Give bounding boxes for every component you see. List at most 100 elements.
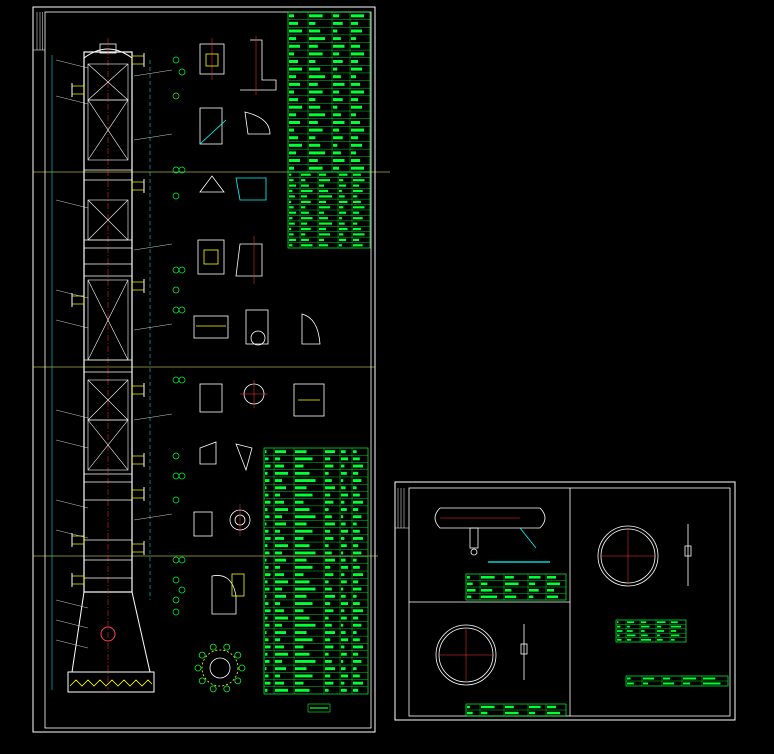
spec-table-text [333,151,341,155]
ring-right-data-table-text [671,621,678,624]
packing-bed-6 [87,419,129,471]
nozzle-table-text [289,184,296,187]
ring-left-table-text [547,711,560,715]
nozzle-table-text [353,179,365,182]
parts-list-text [353,580,359,584]
ring-left-table [465,703,567,717]
nozzle-table-text [289,238,296,241]
distillation-column [51,38,155,693]
spec-table-text [289,82,300,86]
parts-list-text [341,660,344,663]
parts-list-text [325,602,331,605]
spec-table-text [289,113,296,117]
parts-list-text [275,500,284,504]
nozzle-table-text [353,217,363,220]
spec-table-text [351,121,360,124]
parts-list-text [325,631,335,634]
base-ring [67,671,155,693]
nozzle-table-text [301,206,306,209]
parts-list-text [275,667,286,671]
spec-table-text [333,98,343,102]
ring-right-title-table-text [663,682,674,685]
parts-list-text [275,522,286,526]
parts-list-text [325,587,332,591]
parts-list-text [353,450,357,454]
nozzle-table-text [339,222,345,225]
nozzle-table-text [353,200,361,203]
ring-right-data-table [615,619,687,643]
parts-list-text [265,638,269,642]
parts-list-text [325,457,331,461]
ring-right-title-table-text [683,677,696,680]
nozzle-table-text [319,173,326,176]
ring-right-title-table-text [703,682,721,685]
spec-table-text [333,37,341,41]
part-balloon-11 [178,306,186,314]
parts-list-text [341,486,346,490]
parts-list-text [295,667,307,671]
distributor-table-text [529,595,534,599]
spec-table-text [351,136,358,140]
flange-bolt-1 [238,664,246,672]
leader-left-1 [55,59,89,69]
nozzle-table-text [319,227,326,231]
spec-table-text [289,105,302,109]
nozzle-table-text [301,184,309,187]
part-balloon-15 [172,472,180,480]
distributor-table-text [529,582,536,586]
ring-right-data-table-text [671,625,681,628]
spec-table-text [333,21,343,25]
nozzle-table-text [353,206,365,209]
secondary-sheet [394,481,736,721]
parts-list-text [265,580,268,584]
detail-5 [197,236,263,284]
nozzle-8 [131,489,145,499]
ring-view-left [435,624,528,686]
distributor-table-text [505,582,519,586]
parts-list-text [353,565,360,569]
parts-list-text [295,674,313,678]
parts-list-text [275,638,280,642]
parts-list-text [341,587,344,591]
detail-2 [240,36,277,95]
parts-list-text [325,652,329,656]
packing-cross-b [87,419,129,471]
nozzle-table-text [289,179,294,182]
parts-list-text [265,616,268,620]
parts-list-text [265,594,267,598]
parts-list-text [325,660,332,663]
title-block [307,703,331,713]
parts-list-text [353,602,360,605]
binding-strip [33,12,45,51]
leader-right-3 [133,243,173,251]
column-skirt [71,591,151,673]
packing-cross-b [87,99,129,161]
parts-list-text [325,537,334,540]
nozzle-table-text [319,189,328,193]
detail-3 [199,107,271,145]
nozzle-table-text [289,227,292,231]
flange-bolt-3 [223,685,231,693]
spec-table-text [333,75,341,79]
spec-table-text [351,128,364,132]
nozzle-table-text [289,244,293,247]
spec-table-text [309,98,316,102]
ring-right-data-table-text [671,634,680,637]
ring-right-data-table-text [671,638,675,641]
main-sheet [32,6,376,733]
nozzle-table-text [319,244,328,247]
parts-list-text [275,645,284,649]
parts-list-text [341,645,345,649]
parts-list-text [341,558,346,562]
parts-list-text [265,587,270,591]
parts-list-text [353,493,360,497]
distributor-table-text [505,576,514,579]
spec-table-text [351,143,362,147]
parts-list-text [341,479,344,482]
spec-table-text [309,44,318,48]
parts-list-text [325,623,332,627]
parts-list-text [265,544,268,548]
parts-list-text [325,645,334,649]
parts-list-text [275,602,280,605]
